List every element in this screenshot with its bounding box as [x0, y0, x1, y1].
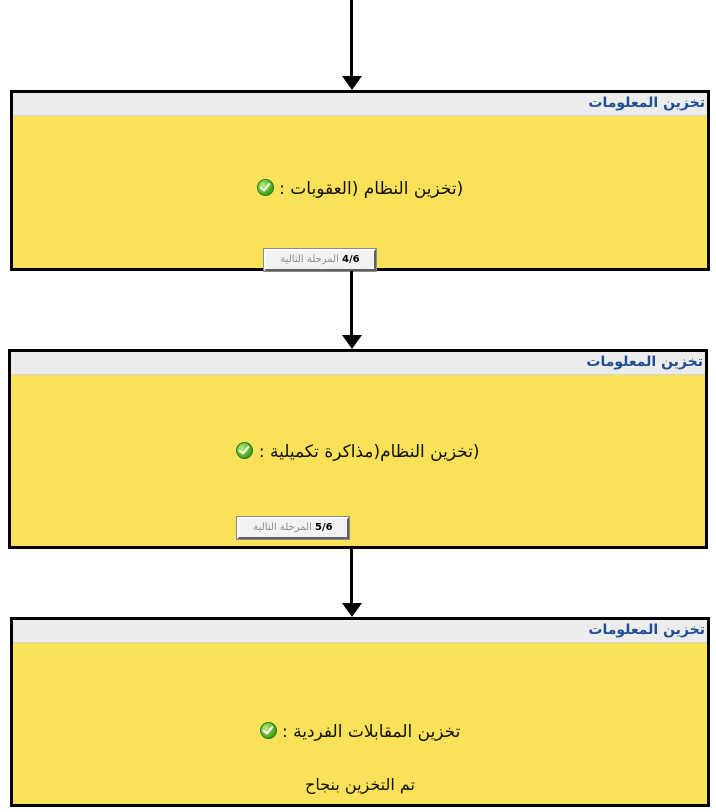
panel-title: تخزين المعلومات — [588, 95, 705, 111]
next-step-label: المرحلة التالية — [280, 254, 339, 265]
panel-title: تخزين المعلومات — [586, 354, 703, 370]
check-circle-icon — [259, 722, 277, 739]
status-text: تخزين المقابلات الفردية : — [282, 722, 461, 742]
panel-header: تخزين المعلومات — [11, 352, 705, 375]
flow-arrow-1 — [342, 0, 362, 90]
status-text: (تخزين النظام(مذاكرة تكميلية : — [258, 442, 480, 462]
check-circle-icon — [236, 442, 254, 459]
panel-header: تخزين المعلومات — [13, 620, 707, 643]
storage-panel-step-5: تخزين المعلومات (تخزين النظام(مذاكرة تكم… — [8, 349, 708, 549]
storage-panel-step-4: تخزين المعلومات (تخزين النظام (العقوبات … — [10, 90, 710, 271]
panel-header: تخزين المعلومات — [13, 93, 707, 116]
completion-message: تم التخزين بنجاح — [304, 775, 416, 794]
status-line: (تخزين النظام (العقوبات : — [13, 179, 707, 199]
flow-arrow-3 — [342, 549, 362, 617]
status-line: تخزين المقابلات الفردية : — [13, 722, 707, 742]
status-line: (تخزين النظام(مذاكرة تكميلية : — [11, 442, 705, 462]
next-step-button[interactable]: 5/6 المرحلة التالية — [237, 517, 349, 539]
flow-arrow-2 — [342, 271, 362, 349]
next-step-label: المرحلة التالية — [253, 522, 312, 533]
storage-panel-final: تخزين المعلومات تخزين المقابلات الفردية … — [10, 617, 710, 807]
panel-title: تخزين المعلومات — [588, 622, 705, 638]
check-circle-icon — [256, 179, 274, 196]
status-text: (تخزين النظام (العقوبات : — [279, 179, 464, 199]
step-indicator: 5/6 — [315, 522, 333, 533]
next-step-button[interactable]: 4/6 المرحلة التالية — [264, 249, 376, 271]
step-indicator: 4/6 — [342, 254, 360, 265]
